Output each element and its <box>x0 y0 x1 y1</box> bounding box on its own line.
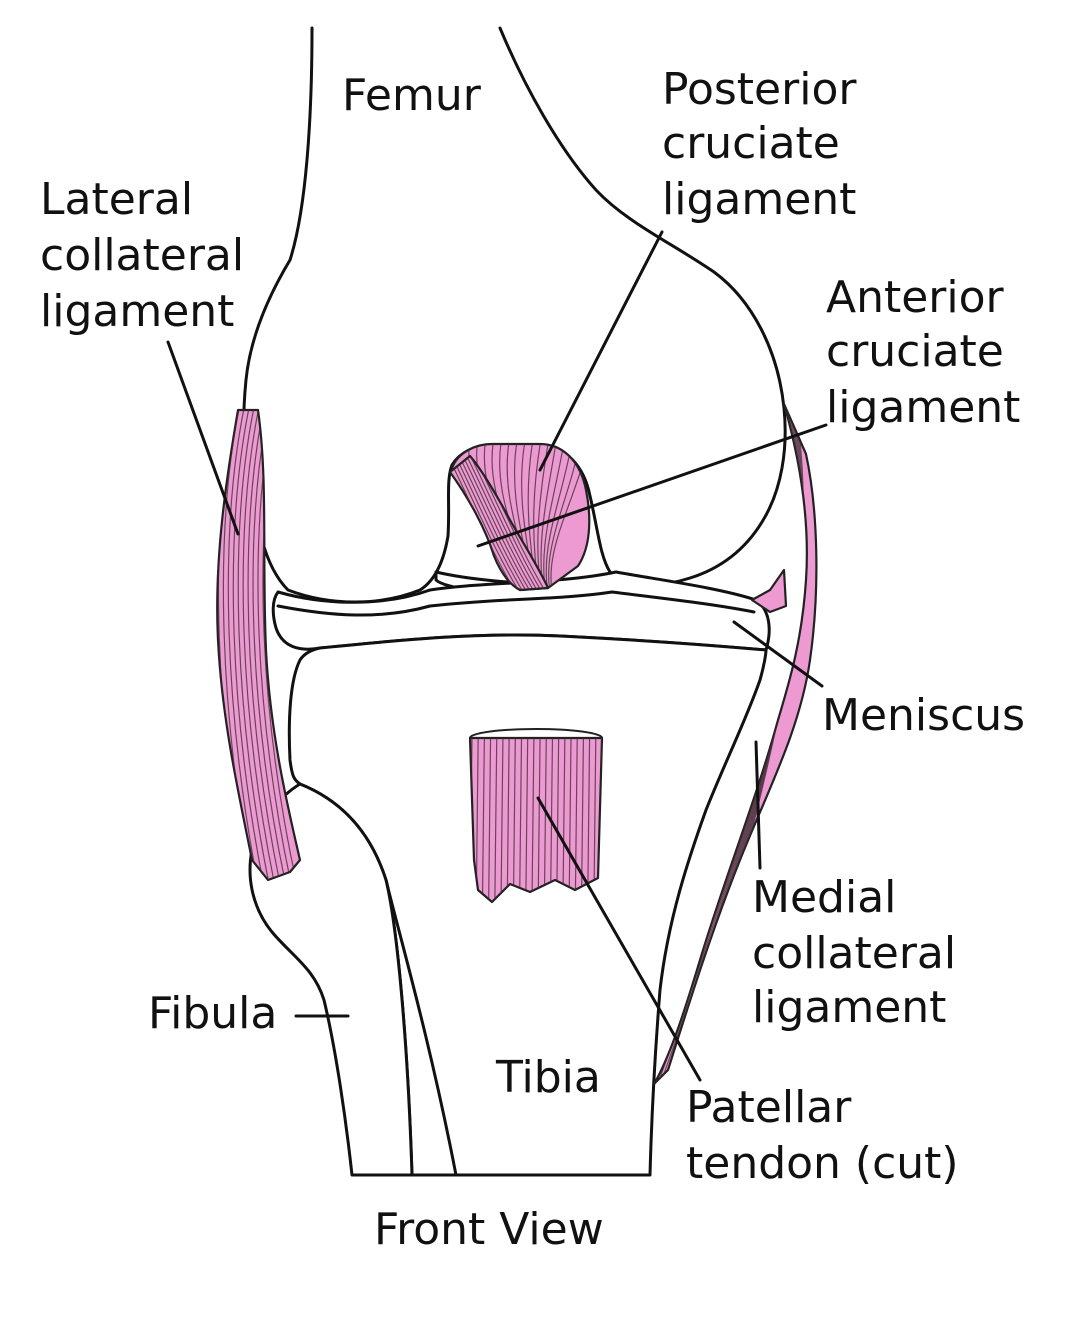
leader-patellar-tendon <box>536 796 702 1082</box>
fibula <box>248 782 414 1177</box>
ligament-fiber <box>452 456 527 590</box>
lateral-collateral-ligament <box>216 408 302 882</box>
label-tibia: Tibia <box>495 1052 601 1103</box>
ligament-fiber <box>543 738 547 902</box>
ligament-fiber <box>237 410 271 880</box>
label-posterior-cruciate: Posterior cruciate ligament <box>662 64 870 225</box>
ligament-fiber <box>500 738 504 902</box>
ligament-fiber <box>481 738 485 902</box>
anterior-cruciate-ligament <box>448 454 550 592</box>
ligament-fiber <box>525 738 529 902</box>
label-patellar-tendon: Patellar tendon (cut) <box>686 1082 959 1189</box>
label-medial-collateral: Medial collateral ligament <box>752 872 970 1033</box>
leader-meniscus <box>732 620 824 688</box>
ligament-fiber <box>450 456 523 590</box>
leader-medial-collateral <box>754 740 762 870</box>
ligament-fiber <box>464 456 538 590</box>
ligament-fiber <box>537 738 541 902</box>
ligament-fiber <box>512 738 516 902</box>
leader-lateral-collateral <box>166 340 240 536</box>
ligament-fiber <box>467 456 542 590</box>
ligament-fiber <box>568 738 572 902</box>
ligament-fiber <box>227 410 260 880</box>
ligament-fiber <box>460 456 534 590</box>
ligament-fiber <box>587 738 591 902</box>
ligament-fiber <box>562 738 566 902</box>
ligament-fiber <box>487 738 492 902</box>
ligament-fiber <box>494 738 498 902</box>
ligament-fiber <box>252 410 288 880</box>
ligament-fiber <box>545 444 573 590</box>
caption-front-view: Front View <box>374 1204 604 1255</box>
ligament-fiber <box>580 738 585 902</box>
label-lateral-collateral: Lateral collateral ligament <box>40 174 258 337</box>
label-anterior-cruciate: Anterior cruciate ligament <box>826 272 1020 433</box>
ligament-fiber <box>556 738 560 902</box>
label-femur: Femur <box>342 70 482 121</box>
ligament-fiber <box>456 456 530 590</box>
label-meniscus: Meniscus <box>822 690 1025 741</box>
ligament-fiber <box>232 410 266 880</box>
ligament-fiber <box>574 738 578 902</box>
ligament-fiber <box>247 410 282 880</box>
patellar-tendon <box>468 728 604 904</box>
ligament-fiber <box>506 738 510 902</box>
ligament-fiber <box>518 738 523 902</box>
label-fibula: Fibula <box>148 988 277 1039</box>
leader-posterior-cruciate <box>538 230 664 472</box>
leader-anterior-cruciate <box>476 423 828 548</box>
ligament-fiber <box>531 738 535 902</box>
leader-lines <box>166 230 828 1082</box>
ligament-fiber <box>242 410 277 880</box>
labels: Femur Posterior cruciate ligament Latera… <box>40 64 1025 1255</box>
